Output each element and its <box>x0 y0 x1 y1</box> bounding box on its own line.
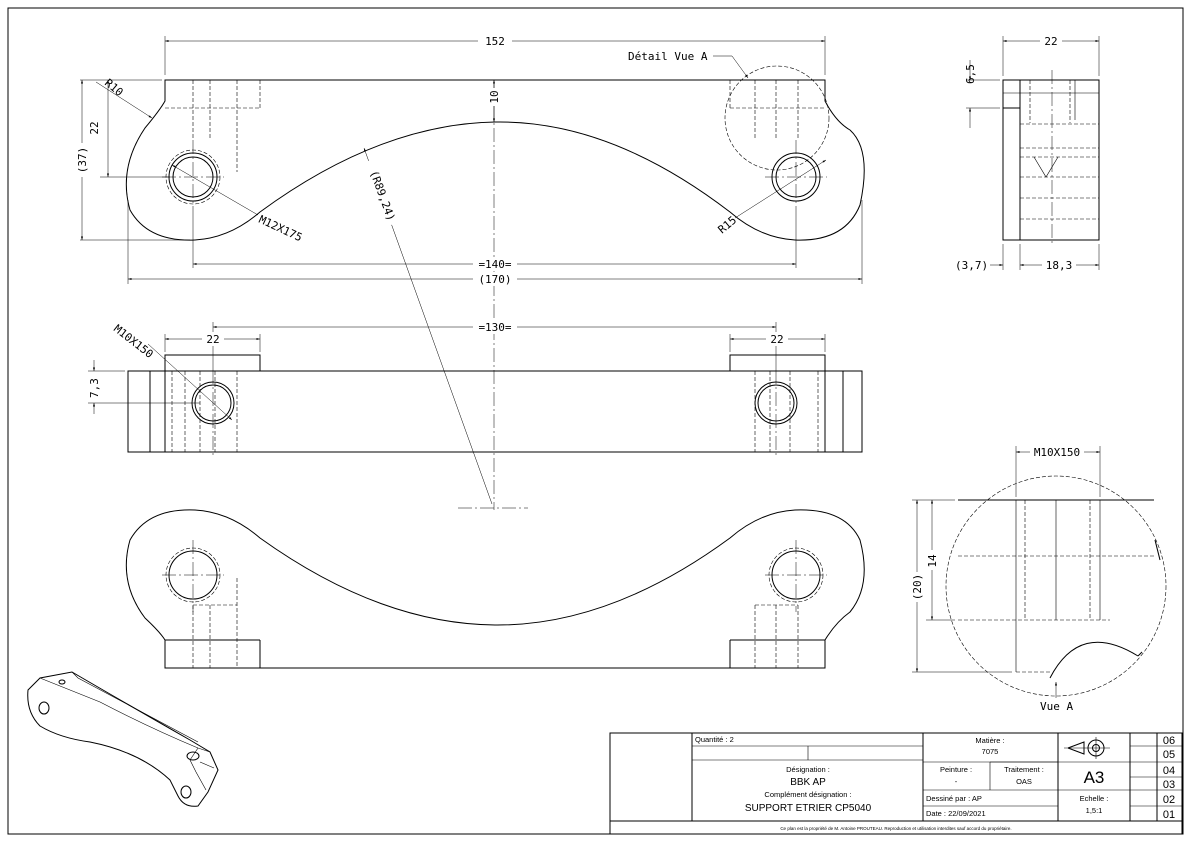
tb-complement: SUPPORT ETRIER CP5040 <box>745 803 872 814</box>
top-view-outline <box>125 79 865 241</box>
top-view: 152 Détail Vue A R10 22 (37) 10 (R89,24)… <box>74 33 865 510</box>
tb-rev-06: 06 <box>1163 735 1175 747</box>
isometric-view <box>27 671 219 807</box>
tb-peinture-label: Peinture : <box>940 765 972 774</box>
front-dim-130: =130= <box>478 321 511 334</box>
dim-37: (37) <box>76 147 89 174</box>
side-dim-183: 18,3 <box>1046 259 1073 272</box>
side-dim-65: 6,5 <box>964 64 977 84</box>
tb-dessine-par: Dessiné par : AP <box>926 794 982 803</box>
vue-a-label: Vue A <box>1040 700 1073 713</box>
front-view: =130= 22 22 M10X150 7,3 <box>88 320 863 455</box>
tb-peinture: - <box>955 777 958 786</box>
dim-r10: R10 <box>102 76 126 99</box>
tb-echelle: 1,5:1 <box>1086 806 1103 815</box>
tb-quantite: Quantité : 2 <box>695 735 734 744</box>
tb-rev-03: 03 <box>1163 779 1175 791</box>
tb-rev-02: 02 <box>1163 794 1175 806</box>
bottom-view <box>125 509 865 669</box>
side-view: 22 6,5 (3,7) 18,3 <box>955 33 1100 272</box>
dim-10: 10 <box>488 90 501 103</box>
tb-echelle-label: Echelle : <box>1080 794 1109 803</box>
dim-170: (170) <box>478 273 511 286</box>
tb-format: A3 <box>1084 768 1105 787</box>
title-block: Quantité : 2 Désignation : BBK AP Complé… <box>609 732 1183 835</box>
detail-view-a: M10X150 14 (20) Vue A <box>910 445 1167 713</box>
detail-dim-m10: M10X150 <box>1034 446 1080 459</box>
tb-footer: Ce plan est la propriété de M. Antoine P… <box>780 826 1011 831</box>
front-dim-73: 7,3 <box>88 378 101 398</box>
front-dim-22-right: 22 <box>770 333 783 346</box>
tb-rev-05: 05 <box>1163 749 1175 761</box>
tb-traitement-label: Traitement : <box>1004 765 1044 774</box>
detail-view-label: Détail Vue A <box>628 50 708 63</box>
dim-m12: M12X175 <box>257 213 305 244</box>
dim-152: 152 <box>485 35 505 48</box>
tb-rev-04: 04 <box>1163 765 1175 777</box>
sheet-border <box>7 7 1184 835</box>
detail-dim-20: (20) <box>911 574 924 601</box>
detail-a-circle <box>724 65 830 171</box>
tb-rev-01: 01 <box>1163 809 1175 821</box>
projection-symbol-icon <box>1064 737 1110 759</box>
side-dim-22: 22 <box>1044 35 1057 48</box>
tb-complement-label: Complément désignation : <box>764 790 851 799</box>
side-dim-37: (3,7) <box>955 259 988 272</box>
detail-dim-14: 14 <box>926 554 939 568</box>
front-dim-22-left: 22 <box>206 333 219 346</box>
dim-140: =140= <box>478 258 511 271</box>
front-dim-m10: M10X150 <box>111 322 156 361</box>
dim-22-vertical: 22 <box>88 121 101 134</box>
tb-date: Date : 22/09/2021 <box>926 809 986 818</box>
tb-designation-label: Désignation : <box>786 765 830 774</box>
tb-matiere-label: Matière : <box>975 736 1004 745</box>
tb-matiere: 7075 <box>982 747 999 756</box>
tb-traitement: OAS <box>1016 777 1032 786</box>
tb-designation: BBK AP <box>790 777 826 788</box>
